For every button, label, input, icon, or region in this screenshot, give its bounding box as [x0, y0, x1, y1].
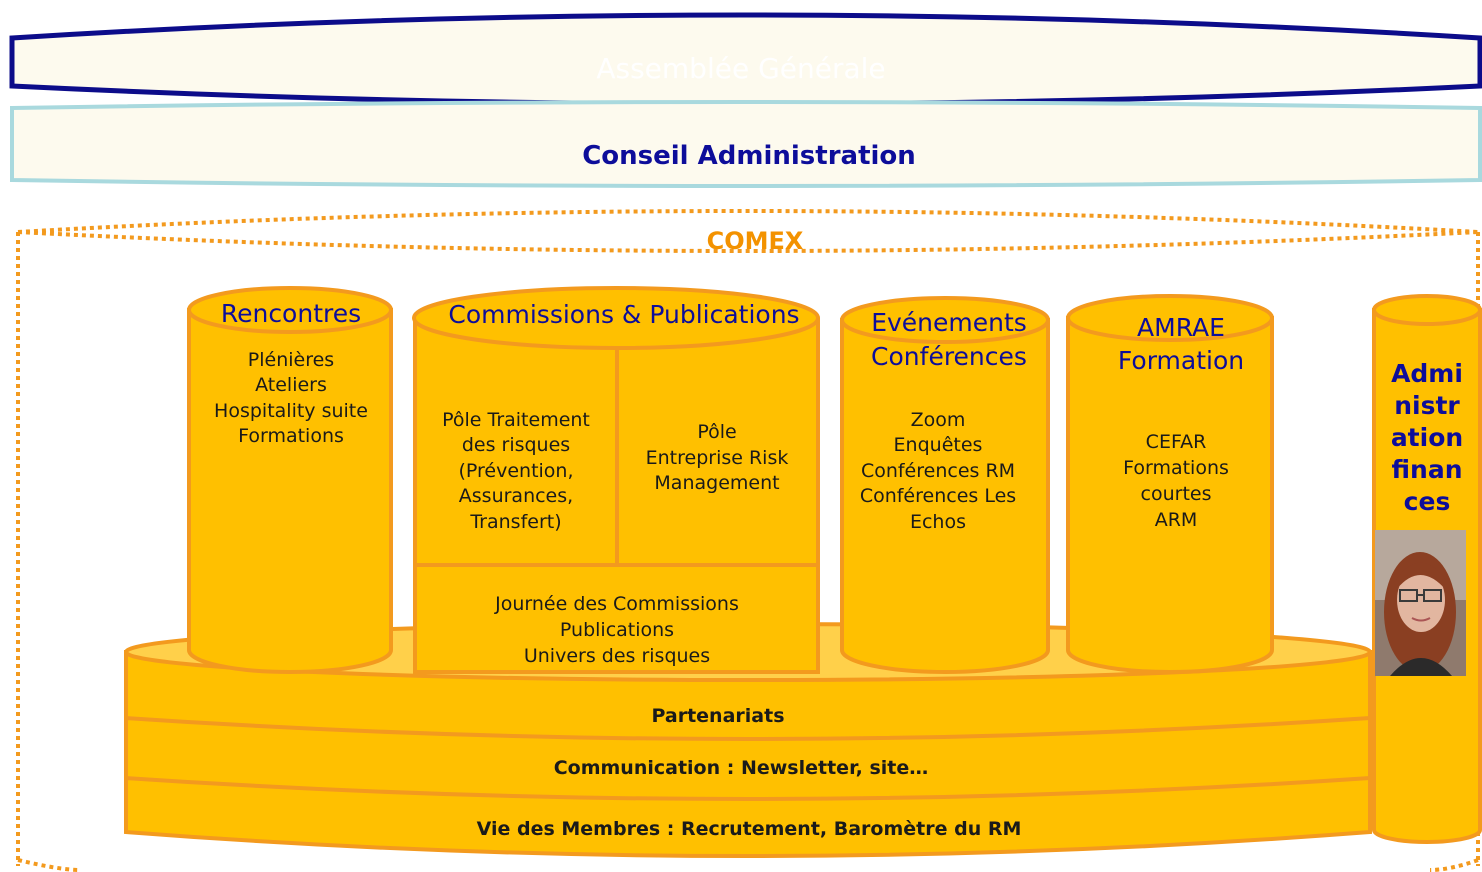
- formation-item: Formations: [1123, 457, 1229, 479]
- assemblee-generale-band: Assemblée Générale: [9, 12, 1482, 107]
- commissions-title: Commissions & Publications: [448, 300, 799, 329]
- rencontres-title: Rencontres: [221, 299, 361, 328]
- evenements-cylinder: Evénements Conférences Zoom Enquêtes Con…: [840, 296, 1050, 674]
- evenements-item: Zoom: [911, 409, 966, 431]
- rencontres-item: Plénières: [248, 349, 334, 371]
- communication-label: Communication : Newsletter, site…: [554, 757, 929, 779]
- pole-traitement-line: Transfert): [469, 511, 561, 533]
- evenements-item: Conférences RM: [861, 460, 1015, 482]
- evenements-title: Evénements: [871, 308, 1027, 337]
- pole-erm-line: Entreprise Risk: [646, 447, 789, 469]
- pole-traitement-line: (Prévention,: [458, 460, 573, 482]
- partenariats-label: Partenariats: [651, 705, 784, 727]
- formation-item: courtes: [1141, 483, 1212, 505]
- administration-title: finan: [1392, 455, 1463, 484]
- pole-traitement-line: Pôle Traitement: [442, 409, 590, 431]
- vie-membres-label: Vie des Membres : Recrutement, Baromètre…: [477, 818, 1022, 840]
- evenements-title: Conférences: [871, 342, 1027, 371]
- rencontres-item: Formations: [238, 425, 344, 447]
- administration-title: ation: [1391, 423, 1463, 452]
- evenements-item: Enquêtes: [894, 434, 983, 456]
- commissions-bottom-line: Publications: [560, 619, 674, 641]
- rencontres-cylinder: Rencontres Plénières Ateliers Hospitalit…: [187, 286, 393, 674]
- formation-item: CEFAR: [1146, 431, 1207, 453]
- administration-pillar: Admi nistr ation finan ces: [1372, 294, 1482, 844]
- evenements-item: Echos: [910, 511, 966, 533]
- pole-erm-line: Pôle: [697, 421, 736, 443]
- comex-label: COMEX: [707, 227, 804, 255]
- administration-title: ces: [1404, 487, 1451, 516]
- rencontres-item: Hospitality suite: [214, 400, 368, 422]
- assemblee-generale-label: Assemblée Générale: [596, 52, 885, 85]
- formation-item: ARM: [1155, 509, 1198, 531]
- pole-traitement-line: Assurances,: [459, 485, 573, 507]
- portrait-photo: [1375, 530, 1466, 676]
- evenements-item: Conférences Les: [860, 485, 1016, 507]
- commissions-bottom-line: Univers des risques: [524, 645, 710, 667]
- commissions-bottom-line: Journée des Commissions: [494, 593, 739, 615]
- commissions-cylinder: Commissions & Publications Pôle Traiteme…: [412, 286, 820, 674]
- formation-title: AMRAE: [1137, 313, 1225, 342]
- administration-title: Admi: [1391, 359, 1463, 388]
- formation-cylinder: AMRAE Formation CEFAR Formations courtes…: [1066, 294, 1274, 674]
- rencontres-item: Ateliers: [255, 374, 327, 396]
- conseil-administration-label: Conseil Administration: [582, 141, 916, 171]
- administration-title: nistr: [1394, 391, 1460, 420]
- formation-title: Formation: [1118, 346, 1244, 375]
- pole-traitement-line: des risques: [462, 434, 570, 456]
- pole-erm-line: Management: [654, 472, 779, 494]
- conseil-administration-band: Conseil Administration: [10, 100, 1482, 188]
